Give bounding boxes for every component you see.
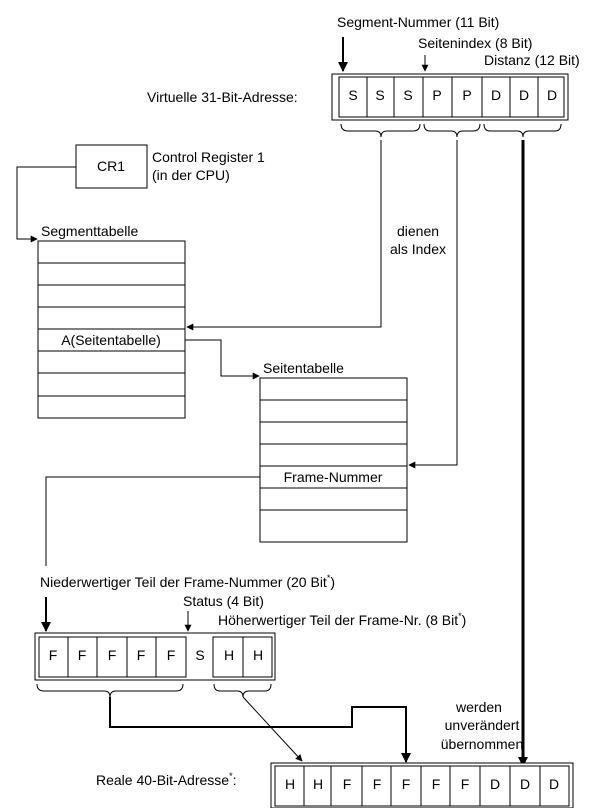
frame-cell: H	[224, 647, 234, 663]
frame-number-cells: F F F F F S H H	[49, 647, 263, 663]
page-entry-to-frame-line	[45, 476, 260, 566]
frame-number-braces	[36, 683, 272, 698]
virtual-cell: S	[348, 87, 357, 103]
frame-cell: F	[49, 647, 58, 663]
real-cell: D	[490, 776, 500, 792]
frame-cell: F	[78, 647, 87, 663]
cr1-to-segment-table-arrow	[16, 166, 76, 243]
segment-table-title: Segmenttabelle	[41, 223, 139, 239]
virtual-cell: P	[462, 87, 471, 103]
real-cell: H	[285, 776, 295, 792]
control-register-desc-1: Control Register 1	[152, 149, 265, 165]
status-label: Status (4 Bit)	[183, 593, 264, 609]
segment-number-label: Segment-Nummer (11 Bit)	[337, 14, 499, 30]
page-table-title: Seitentabelle	[263, 360, 344, 376]
segment-entry-to-page-table-arrow	[185, 339, 260, 380]
real-cell: F	[343, 776, 352, 792]
frame-low-to-real-arrow	[109, 697, 411, 763]
real-cell: D	[549, 776, 559, 792]
virtual-cell: P	[432, 87, 441, 103]
virtual-cell: D	[547, 87, 557, 103]
real-address-cells: H H F F F F F D D D	[285, 776, 559, 792]
real-address-label: Reale 40-Bit-Adresse*:	[96, 771, 236, 788]
frame-cell: F	[167, 647, 176, 663]
frame-high-to-real-arrow	[242, 696, 303, 762]
unchanged-note-line1: werden	[455, 699, 502, 715]
real-cell: H	[313, 776, 323, 792]
frame-cell: F	[137, 647, 146, 663]
frame-number-register	[34, 632, 276, 681]
unchanged-note-line2: unverändert	[445, 717, 520, 733]
virtual-address-cells: S S S P P D D D	[348, 87, 557, 103]
unchanged-note-line3: übernommen	[441, 736, 524, 752]
segment-table	[37, 240, 186, 419]
page-table	[259, 377, 408, 543]
frame-cell: S	[195, 647, 204, 663]
real-cell: F	[461, 776, 470, 792]
index-note-line2: als Index	[390, 241, 446, 257]
virtual-address-register	[331, 73, 569, 121]
frame-low-label: Niederwertiger Teil der Frame-Nummer (20…	[40, 573, 335, 590]
page-index-to-page-table-arrow	[408, 140, 458, 469]
control-register-name: CR1	[97, 158, 125, 174]
virtual-address-label: Virtuelle 31-Bit-Adresse:	[147, 89, 298, 105]
real-cell: D	[520, 776, 530, 792]
virtual-cell: S	[375, 87, 384, 103]
real-cell: F	[432, 776, 441, 792]
frame-high-label: Höherwertiger Teil der Frame-Nr. (8 Bit*…	[218, 611, 466, 628]
segment-index-arrow	[186, 140, 382, 331]
offset-label: Distanz (12 Bit)	[484, 52, 580, 68]
virtual-cell: D	[519, 87, 529, 103]
real-cell: F	[373, 776, 382, 792]
index-note-line1: dienen	[397, 223, 439, 239]
control-register-box	[75, 144, 148, 189]
virtual-cell: S	[403, 87, 412, 103]
control-register-desc-2: (in der CPU)	[152, 167, 230, 183]
page-index-label: Seitenindex (8 Bit)	[418, 35, 532, 51]
real-address-register	[270, 762, 574, 808]
frame-cell: F	[108, 647, 117, 663]
page-table-entry: Frame-Nummer	[284, 469, 383, 485]
frame-cell: H	[253, 647, 263, 663]
segment-table-entry: A(Seitentabelle)	[61, 332, 161, 348]
real-cell: F	[402, 776, 411, 792]
virtual-cell: D	[491, 87, 501, 103]
virtual-address-braces	[340, 123, 562, 138]
